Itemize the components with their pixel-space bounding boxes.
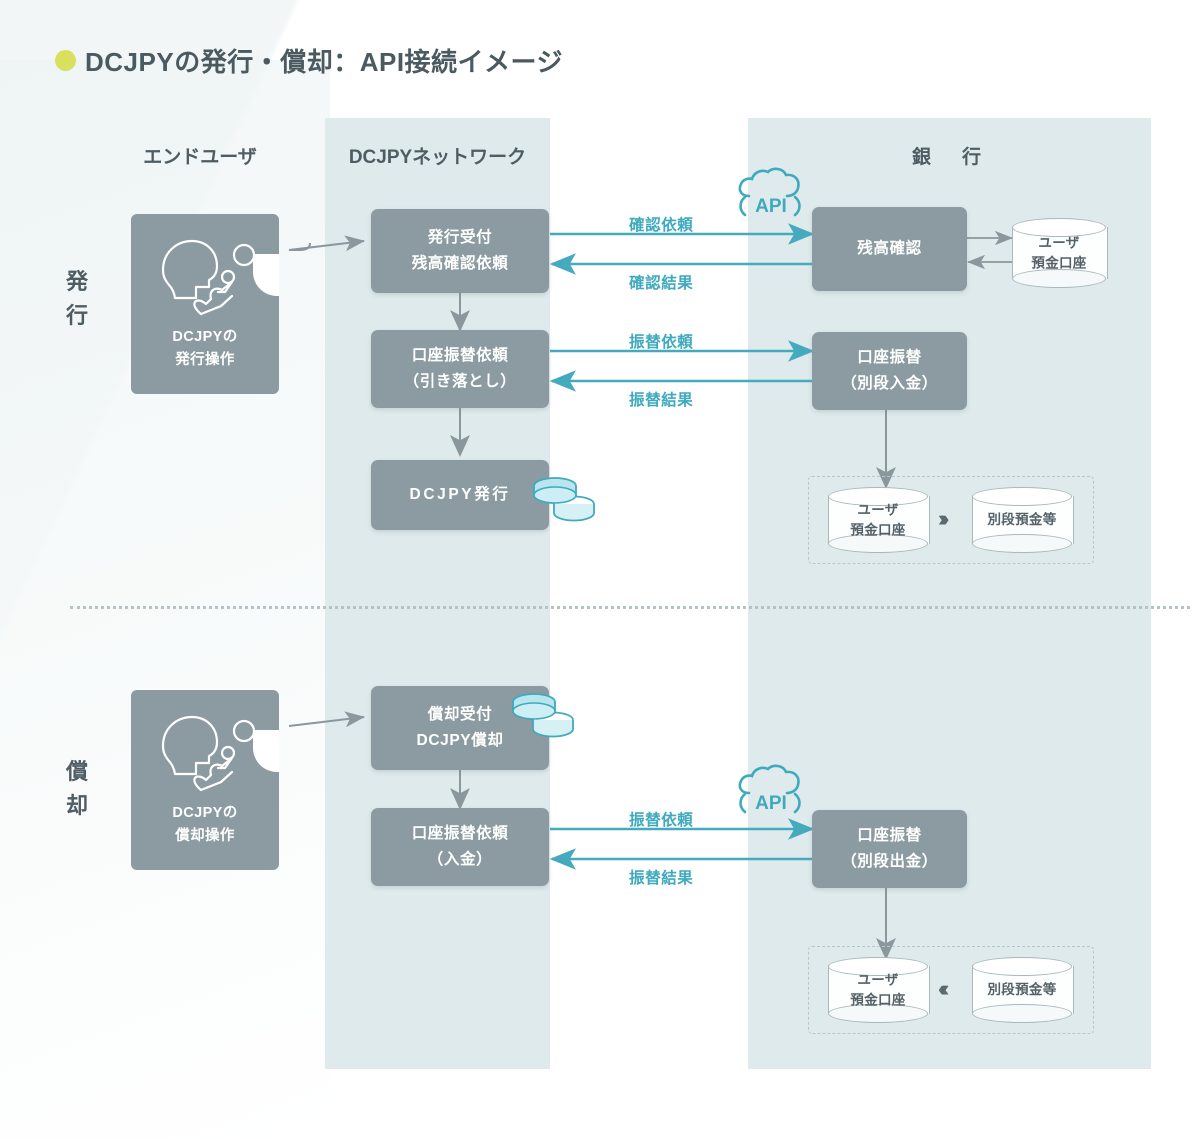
balance-check-line1: 残高確認 xyxy=(857,240,922,258)
cyl-issue-left-line2: 預金口座 xyxy=(850,522,906,537)
api-cloud-label: API xyxy=(755,196,787,217)
debit-request-line2: （引き落とし） xyxy=(403,373,517,390)
chevron-2: ‹ xyxy=(939,976,947,1001)
cyl-issue-right-line1: 別段預金等 xyxy=(987,512,1057,528)
row-label-redeem: 償 却 xyxy=(55,755,99,823)
issue-reception-line1: 発行受付 xyxy=(427,229,493,247)
chevrons-redeem-left: ‹ ‹ ‹ ‹ xyxy=(938,976,950,1001)
cylinder-user-deposit-account-issue: ユーザ 預金口座 xyxy=(828,487,930,553)
redeem-reception-line1: 償却受付 xyxy=(427,706,493,724)
process-box-dcjpy-issue[interactable]: DCJPY発行 xyxy=(371,460,549,530)
dashed-group-redeem xyxy=(808,946,1094,1034)
chevron-4: ‹ xyxy=(941,976,950,1001)
account-transfer-in-line1: 口座振替 xyxy=(857,349,922,367)
api-cloud-icon: API xyxy=(738,167,801,217)
column-header-bank: 銀 行 xyxy=(911,147,987,168)
section-divider xyxy=(70,606,1190,609)
process-box-account-transfer-out[interactable]: 口座振替 （別段出金） xyxy=(812,810,967,888)
credit-request-line2: （入金） xyxy=(427,851,493,868)
cylinder-special-deposit-issue: 別段預金等 xyxy=(972,487,1074,553)
cyl-redeem-left-line1: ユーザ xyxy=(857,972,899,988)
process-box-debit-request[interactable]: 口座振替依頼 （引き落とし） xyxy=(371,330,549,408)
row-label-redeem-char1: 償 xyxy=(65,759,88,784)
cyl-top-line2: 預金口座 xyxy=(1031,255,1087,270)
cylinder-user-deposit-account-top: ユーザ 預金口座 xyxy=(1012,218,1108,288)
user-card-issue-caption-line2: 発行操作 xyxy=(175,351,235,368)
page-title-text: DCJPYの発行・償却：API接続イメージ xyxy=(85,47,564,77)
chevron-3: › xyxy=(940,506,948,531)
chevrons-issue-right: › › › › xyxy=(938,506,950,531)
cyl-top-line1: ユーザ xyxy=(1038,235,1080,251)
page-title: DCJPYの発行・償却：API接続イメージ xyxy=(55,42,563,79)
chevron-2: › xyxy=(939,506,947,531)
redeem-reception-line2: DCJPY償却 xyxy=(416,732,504,749)
cyl-redeem-right-line1: 別段預金等 xyxy=(987,982,1057,998)
user-head-tap-icon xyxy=(161,239,256,316)
dashed-group-issue xyxy=(808,476,1094,564)
chevron-1: ‹ xyxy=(938,976,946,1001)
api-cloud-label: API xyxy=(755,793,787,814)
coin-stack-icon xyxy=(533,477,595,522)
api-cloud-icon: API xyxy=(738,764,801,814)
user-card-issue: DCJPYの 発行操作 xyxy=(131,214,279,394)
chevron-4: › xyxy=(941,506,950,531)
user-card-redeem-caption: DCJPYの 償却操作 xyxy=(131,802,279,848)
issue-reception-line2: 残高確認依頼 xyxy=(411,255,509,272)
cyl-issue-left-line1: ユーザ xyxy=(857,502,899,518)
column-header-end-user: エンドユーザ xyxy=(143,147,257,168)
user-card-issue-caption-line1: DCJPYの xyxy=(172,328,238,345)
bullet-dot-icon xyxy=(55,50,76,71)
dcjpy-issue-line1: DCJPY発行 xyxy=(409,486,511,504)
process-box-account-transfer-in[interactable]: 口座振替 （別段入金） xyxy=(812,332,967,410)
account-transfer-out-line2: （別段出金） xyxy=(841,853,938,870)
row-label-issue-char2: 行 xyxy=(65,303,88,329)
cylinder-user-deposit-account-redeem: ユーザ 預金口座 xyxy=(828,957,930,1023)
row-label-redeem-char2: 却 xyxy=(65,793,88,819)
cyl-redeem-left-line2: 預金口座 xyxy=(850,992,906,1007)
process-box-balance-check[interactable]: 残高確認 xyxy=(812,207,967,291)
debit-request-line1: 口座振替依頼 xyxy=(411,347,509,365)
chevron-1: › xyxy=(938,506,946,531)
user-card-redeem-caption-line2: 償却操作 xyxy=(175,827,235,844)
account-transfer-in-line2: （別段入金） xyxy=(841,375,938,392)
flow-label-transfer-result-redeem: 振替結果 xyxy=(629,870,694,887)
row-label-issue-char1: 発 xyxy=(65,269,88,294)
row-label-issue: 発 行 xyxy=(55,265,99,333)
account-transfer-out-line1: 口座振替 xyxy=(857,827,922,845)
user-card-issue-caption: DCJPYの 発行操作 xyxy=(131,326,279,372)
process-box-redeem-reception[interactable]: 償却受付 DCJPY償却 xyxy=(371,686,549,770)
user-card-redeem-caption-line1: DCJPYの xyxy=(172,804,238,821)
user-card-redeem: DCJPYの 償却操作 xyxy=(131,690,279,870)
coin-stack-icon xyxy=(512,693,574,738)
process-box-credit-request[interactable]: 口座振替依頼 （入金） xyxy=(371,808,549,886)
flow-label-confirm-result: 確認結果 xyxy=(629,275,694,292)
flow-label-transfer-request-redeem: 振替依頼 xyxy=(629,812,694,829)
flow-label-transfer-request-issue: 振替依頼 xyxy=(629,334,694,351)
flow-label-confirm-request: 確認依頼 xyxy=(629,217,694,234)
flow-label-transfer-result-issue: 振替結果 xyxy=(629,392,694,409)
chevron-3: ‹ xyxy=(940,976,948,1001)
credit-request-line1: 口座振替依頼 xyxy=(411,825,509,843)
user-head-tap-icon xyxy=(161,715,256,792)
column-header-dcjpy-network: DCJPYネットワーク xyxy=(348,147,527,168)
process-box-issue-reception[interactable]: 発行受付 残高確認依頼 xyxy=(371,209,549,293)
cylinder-special-deposit-redeem: 別段預金等 xyxy=(972,957,1074,1023)
